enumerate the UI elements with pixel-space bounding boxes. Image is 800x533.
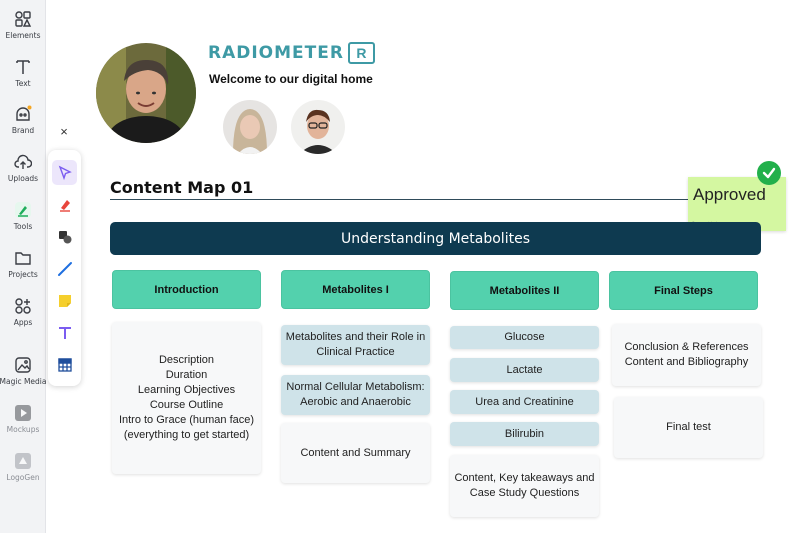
select-icon: [58, 165, 72, 180]
tools-icon: [15, 202, 31, 218]
sidebar-item-tools[interactable]: Tools: [0, 201, 46, 245]
content-card[interactable]: Lactate: [450, 358, 599, 382]
line-icon: [57, 261, 72, 276]
card-text: Final test: [666, 421, 711, 433]
content-card[interactable]: Normal Cellular Metabolism: Aerobic and …: [281, 375, 430, 415]
editor-sidebar: Elements Text Brand Uploads Tools Projec…: [0, 0, 46, 533]
content-card[interactable]: Conclusion & References Content and Bibl…: [612, 324, 761, 386]
select-tool-button[interactable]: [52, 160, 77, 185]
sidebar-item-label: Brand: [11, 126, 35, 135]
radiometer-logo: RADIOMETER R: [208, 42, 375, 64]
marker-tool-button[interactable]: [52, 192, 77, 217]
sidebar-item-mockups[interactable]: Mockups: [0, 404, 46, 448]
sidebar-item-apps[interactable]: Apps: [0, 297, 46, 341]
card-text: Content, Key takeaways and Case Study Qu…: [454, 472, 595, 499]
logogen-icon: [15, 453, 31, 469]
text-icon: [16, 60, 30, 74]
sidebar-item-label: Apps: [13, 318, 33, 327]
team-photo-1[interactable]: [223, 100, 277, 154]
sticky-note-text: Approved: [693, 185, 766, 204]
brand-icon: [16, 105, 32, 121]
approved-check-icon: [757, 161, 781, 185]
content-map-title[interactable]: Content Map 01: [110, 178, 254, 197]
line-tool-button[interactable]: [52, 256, 77, 281]
sticky-note-icon: [58, 294, 71, 307]
team-photo-2[interactable]: [291, 100, 345, 154]
shapes-tool-button[interactable]: [52, 224, 77, 249]
text-tool-icon: [58, 326, 71, 339]
projects-icon: [15, 252, 31, 265]
card-text: Glucose: [504, 331, 545, 343]
card-text: Conclusion & References Content and Bibl…: [624, 341, 749, 368]
content-card[interactable]: Urea and Creatinine: [450, 390, 599, 414]
brand-mark-icon: R: [347, 42, 375, 64]
sidebar-item-label: Magic Media: [0, 377, 47, 386]
sidebar-item-brand[interactable]: Brand: [0, 105, 46, 149]
brand-name: RADIOMETER: [208, 43, 344, 63]
card-text: Content and Summary: [300, 446, 411, 459]
card-text: Urea and Creatinine: [475, 395, 574, 408]
shapes-icon: [58, 230, 71, 243]
sidebar-item-label: Elements: [5, 31, 41, 40]
apps-icon: [15, 298, 31, 314]
draw-toolbar: [48, 150, 81, 386]
text-tool-button[interactable]: [52, 320, 77, 345]
card-text: Bilirubin: [504, 427, 545, 440]
sidebar-item-label: Projects: [8, 270, 38, 279]
table-tool-button[interactable]: [52, 352, 77, 377]
elements-icon: [15, 11, 32, 27]
content-card[interactable]: Metabolites and their Role in Clinical P…: [281, 325, 430, 365]
table-icon: [57, 357, 72, 372]
sidebar-item-logogen[interactable]: LogoGen: [0, 452, 46, 496]
content-card[interactable]: Description Duration Learning Objectives…: [112, 322, 261, 474]
sidebar-item-magic-media[interactable]: Magic Media: [0, 356, 46, 400]
content-card[interactable]: Content, Key takeaways and Case Study Qu…: [450, 455, 599, 517]
sidebar-item-uploads[interactable]: Uploads: [0, 153, 46, 197]
magic-media-icon: [15, 357, 31, 373]
sticky-note-tool-button[interactable]: [52, 288, 77, 313]
content-card[interactable]: Glucose: [450, 326, 599, 349]
close-toolbar-button[interactable]: ×: [60, 124, 68, 139]
column-heading-final-steps[interactable]: Final Steps: [609, 271, 758, 310]
welcome-text[interactable]: Welcome to our digital home: [209, 72, 373, 86]
presenter-photo[interactable]: [96, 43, 196, 143]
sidebar-item-text[interactable]: Text: [0, 58, 46, 102]
column-heading-introduction[interactable]: Introduction: [112, 270, 261, 309]
sidebar-item-label: Uploads: [7, 174, 39, 183]
card-text: Metabolites and their Role in Clinical P…: [285, 331, 426, 358]
content-card[interactable]: Final test: [614, 397, 763, 458]
card-text: Description Duration Learning Objectives…: [118, 354, 255, 441]
sidebar-item-label: Tools: [13, 222, 33, 231]
title-divider: [110, 199, 730, 200]
card-text: Lactate: [506, 363, 543, 376]
card-text: Normal Cellular Metabolism: Aerobic and …: [286, 381, 425, 408]
column-heading-metabolites-1[interactable]: Metabolites I: [281, 270, 430, 309]
content-card[interactable]: Content and Summary: [281, 423, 430, 483]
mockups-icon: [15, 405, 31, 421]
sidebar-item-projects[interactable]: Projects: [0, 249, 46, 293]
sidebar-item-label: Text: [15, 79, 31, 88]
sidebar-item-elements[interactable]: Elements: [0, 10, 46, 54]
content-card[interactable]: Bilirubin: [450, 422, 599, 446]
sidebar-item-label: Mockups: [6, 425, 40, 434]
marker-icon: [59, 199, 70, 212]
column-heading-metabolites-2[interactable]: Metabolites II: [450, 271, 599, 310]
topic-banner[interactable]: Understanding Metabolites: [110, 222, 761, 255]
sidebar-item-label: LogoGen: [6, 473, 40, 482]
uploads-icon: [14, 154, 32, 169]
